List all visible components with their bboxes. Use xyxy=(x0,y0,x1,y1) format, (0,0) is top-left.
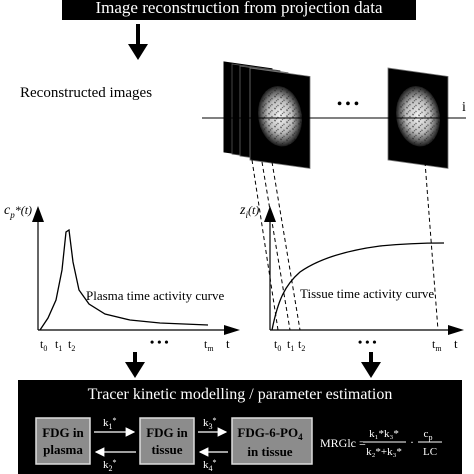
plasma-xlabel: t xyxy=(226,336,230,351)
tick-label: tm xyxy=(432,337,442,353)
down-arrow-icon xyxy=(361,352,381,378)
svg-text:tissue: tissue xyxy=(151,442,182,457)
down-arrow-icon xyxy=(128,24,148,60)
y-axis-arrow-icon xyxy=(264,206,276,222)
svg-text:k₂*+k₃*: k₂*+k₃* xyxy=(366,446,402,458)
image-ellipsis: • • • xyxy=(337,97,359,112)
projection-dashes xyxy=(251,159,439,331)
voxel-label: i xyxy=(462,100,466,115)
plasma-ylabel: cp*(t) xyxy=(4,203,32,220)
compartment-plasma: FDG in plasma xyxy=(35,417,91,465)
rate-k4: k4* xyxy=(203,458,217,473)
tissue-xlabel: t xyxy=(454,336,458,351)
svg-text:·: · xyxy=(410,435,414,449)
model-panel: Tracer kinetic modelling / parameter est… xyxy=(18,380,462,474)
compartment-tissue: FDG in tissue xyxy=(139,417,195,465)
image-frame xyxy=(387,67,449,169)
rate-k2: k2* xyxy=(103,458,117,473)
tick-label: t2 xyxy=(298,337,305,353)
tick-label: t0 xyxy=(40,337,47,353)
svg-text:cp: cp xyxy=(424,428,433,442)
tissue-ylabel: zi(t) xyxy=(239,203,259,220)
down-arrow-icon xyxy=(125,352,145,378)
tissue-ellipsis: • • • xyxy=(358,335,377,349)
svg-text:FDG in: FDG in xyxy=(146,425,188,440)
plasma-ticks: t0 t1 t2 tm xyxy=(40,337,214,353)
header-banner: Image reconstruction from projection dat… xyxy=(62,0,416,20)
x-axis-arrow-icon xyxy=(224,325,240,335)
rate-k1: k1* xyxy=(103,416,117,431)
tick-label: t2 xyxy=(68,337,75,353)
svg-text:FDG in: FDG in xyxy=(42,425,84,440)
svg-text:MRGlc =: MRGlc = xyxy=(320,436,366,450)
mrglc-formula: MRGlc = k₁*k₃* k₂*+k₃* · cp LC xyxy=(320,428,442,458)
svg-text:in tissue: in tissue xyxy=(247,444,292,459)
tissue-curve xyxy=(271,242,445,331)
rate-arrows-1-2 xyxy=(94,427,136,457)
tissue-curve-label: Tissue time activity curve xyxy=(300,286,434,301)
tick-label: t1 xyxy=(287,337,294,353)
plasma-ellipsis: • • • xyxy=(150,335,169,349)
svg-text:plasma: plasma xyxy=(43,442,83,457)
reconstructed-images-label: Reconstructed images xyxy=(20,85,152,101)
plasma-curve xyxy=(39,228,209,331)
rate-k3: k3* xyxy=(203,416,217,431)
svg-text:LC: LC xyxy=(423,446,437,458)
plasma-chart: cp*(t) Plasma time activity curve t0 t1 … xyxy=(4,203,240,353)
header-title: Image reconstruction from projection dat… xyxy=(96,0,383,17)
model-title: Tracer kinetic modelling / parameter est… xyxy=(88,386,393,403)
tick-label: tm xyxy=(204,337,214,353)
tissue-ticks: t0 t1 t2 tm xyxy=(274,337,442,353)
y-axis-arrow-icon xyxy=(32,206,44,222)
rate-arrows-2-3 xyxy=(198,427,228,457)
image-stack xyxy=(223,61,449,169)
tick-label: t1 xyxy=(55,337,62,353)
tissue-chart: zi(t) Tissue time activity curve t0 t1 t… xyxy=(239,203,464,353)
compartment-fdg6po4: FDG-6-PO4 in tissue xyxy=(231,417,313,465)
tick-label: t0 xyxy=(274,337,281,353)
plasma-curve-label: Plasma time activity curve xyxy=(86,288,224,303)
svg-text:FDG-6-PO4: FDG-6-PO4 xyxy=(237,425,303,442)
svg-text:k₁*k₃*: k₁*k₃* xyxy=(369,428,399,440)
x-axis-arrow-icon xyxy=(448,325,464,335)
